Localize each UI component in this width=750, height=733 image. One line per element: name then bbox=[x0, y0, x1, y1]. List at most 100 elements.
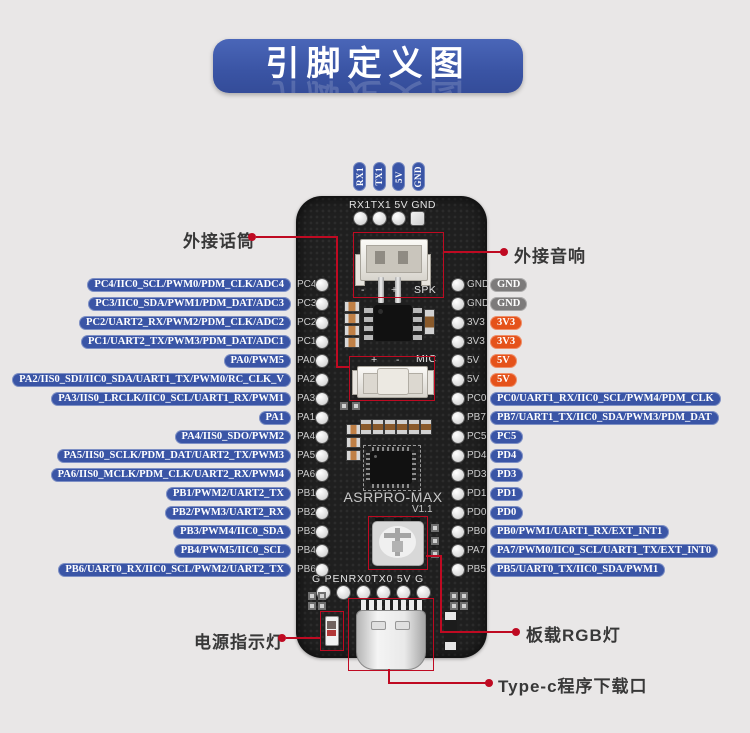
smd-component bbox=[346, 437, 361, 448]
annotation-external-mic: 外接话筒 bbox=[183, 232, 255, 251]
board-pin-name: PB2 bbox=[297, 507, 316, 518]
spk-pin-right bbox=[395, 277, 401, 303]
bottom-silk-text: G PENRX0TX0 5V G bbox=[312, 573, 425, 585]
pin-badge-PB3: PB3/PWM4/IIC0_SDA bbox=[173, 525, 291, 539]
soic-pad bbox=[413, 335, 422, 340]
pin-hole bbox=[452, 431, 464, 443]
top-badge-label: TX1 bbox=[374, 167, 384, 186]
pin-badge-PD4-9: PD4 bbox=[490, 449, 524, 463]
smd-component bbox=[420, 419, 432, 435]
annotation-external-speaker: 外接音响 bbox=[514, 247, 586, 266]
pin-badge-PA3: PA3/IIS0_LRCLK/IIC0_SCL/UART1_RX/PWM1 bbox=[51, 392, 291, 406]
board-pin-name: PD1 bbox=[467, 488, 487, 499]
pin-badge-PB5-15: PB5/UART0_TX/IIC0_SDA/PWM1 bbox=[490, 563, 666, 577]
pin-badge-PD1-11: PD1 bbox=[490, 487, 524, 501]
pin-badge-PA1: PA1 bbox=[258, 411, 291, 425]
smd-component bbox=[346, 450, 361, 461]
pin-hole bbox=[316, 564, 328, 576]
rgb-highlight-box bbox=[368, 516, 428, 570]
typec-shell bbox=[356, 610, 426, 670]
board-pin-name: PD3 bbox=[467, 469, 487, 480]
board-pin-name: PD4 bbox=[467, 450, 487, 461]
top-badge-label: RX1 bbox=[354, 167, 365, 186]
pin-badge-PA5: PA5/IIS0_SCLK/PDM_DAT/UART2_TX/PWM3 bbox=[56, 449, 291, 463]
chip-pins-top bbox=[372, 447, 410, 451]
pin-hole bbox=[452, 545, 464, 557]
board-pin-name: PC0 bbox=[467, 393, 487, 404]
annotation-dot bbox=[485, 679, 493, 687]
mic-highlight-box bbox=[349, 356, 435, 401]
pin-badge-PC3: PC3/IIC0_SDA/PWM1/PDM_DAT/ADC3 bbox=[88, 297, 291, 311]
pin-badge-PB2: PB2/PWM3/UART2_RX bbox=[165, 506, 291, 520]
board-pin-name: PB4 bbox=[297, 545, 316, 556]
board-pin-name: PC3 bbox=[297, 298, 317, 309]
smd-cap bbox=[445, 612, 456, 620]
pin-hole bbox=[452, 336, 464, 348]
soic-pad bbox=[413, 317, 422, 322]
pin-hole bbox=[316, 507, 328, 519]
pin-hole bbox=[316, 526, 328, 538]
pin-badge-GND-1: GND bbox=[490, 297, 528, 311]
pad bbox=[460, 592, 468, 600]
smd-component bbox=[344, 337, 360, 348]
typec-slot bbox=[371, 621, 386, 630]
pin-hole bbox=[316, 336, 328, 348]
pin-badge-PB0-13: PB0/PWM1/UART1_RX/EXT_INT1 bbox=[490, 525, 670, 539]
annotation-line bbox=[388, 669, 390, 684]
top-pin-hole bbox=[392, 212, 405, 225]
pin-badge-5V-4: 5V bbox=[490, 354, 517, 368]
pin-badge-PC1: PC1/UART2_TX/PWM3/PDM_DAT/ADC1 bbox=[80, 335, 291, 349]
annotation-dot bbox=[500, 248, 508, 256]
pin-hole bbox=[452, 279, 464, 291]
pad bbox=[450, 602, 458, 610]
pin-hole bbox=[316, 431, 328, 443]
smd-component bbox=[344, 325, 360, 336]
smd-component bbox=[384, 419, 396, 435]
spk-highlight-box bbox=[353, 232, 444, 298]
pin-hole bbox=[316, 374, 328, 386]
pad bbox=[308, 592, 316, 600]
annotation-line bbox=[336, 366, 349, 368]
smd-component bbox=[344, 313, 360, 324]
board-name-silk: ASRPRO-MAX bbox=[343, 489, 443, 505]
board-pin-name: PA1 bbox=[297, 412, 316, 423]
pad bbox=[318, 592, 326, 600]
board-pin-name: PB6 bbox=[297, 564, 316, 575]
pin-hole bbox=[452, 355, 464, 367]
page-title: 引脚定义图 bbox=[265, 45, 471, 83]
annotation-line bbox=[388, 682, 488, 684]
board-pin-name: PA0 bbox=[297, 355, 316, 366]
soic-pad bbox=[413, 326, 422, 331]
annotation-dot bbox=[278, 634, 286, 642]
smd-component bbox=[346, 424, 361, 435]
rgb-die-bar bbox=[384, 533, 411, 538]
board-pin-name: PC2 bbox=[297, 317, 317, 328]
pin-badge-PC2: PC2/UART2_RX/PWM2/PDM_CLK/ADC2 bbox=[79, 316, 291, 330]
smd-component bbox=[372, 419, 384, 435]
board-pin-name: PB5 bbox=[467, 564, 486, 575]
top-badge-5V: 5V bbox=[392, 162, 405, 191]
pad bbox=[318, 602, 326, 610]
typec-teeth bbox=[361, 600, 423, 612]
pad bbox=[431, 537, 439, 545]
pin-hole bbox=[316, 488, 328, 500]
pin-hole bbox=[452, 488, 464, 500]
annotation-line bbox=[256, 236, 338, 238]
board-pin-name: PC4 bbox=[297, 279, 317, 290]
smd-component bbox=[396, 419, 408, 435]
board-pin-name: PB7 bbox=[467, 412, 486, 423]
spk-text-label: SPK bbox=[414, 284, 437, 296]
typec-slot bbox=[395, 621, 410, 630]
pad bbox=[431, 524, 439, 532]
board-pin-name: PA5 bbox=[297, 450, 316, 461]
smd-component bbox=[344, 301, 360, 312]
main-chip bbox=[370, 451, 412, 484]
spk-key-left bbox=[375, 251, 385, 264]
board-pin-name: 3V3 bbox=[467, 336, 485, 347]
pin-hole bbox=[452, 450, 464, 462]
pad bbox=[308, 602, 316, 610]
pad bbox=[352, 402, 360, 410]
soic-pad bbox=[364, 308, 373, 313]
top-pin-hole bbox=[354, 212, 367, 225]
